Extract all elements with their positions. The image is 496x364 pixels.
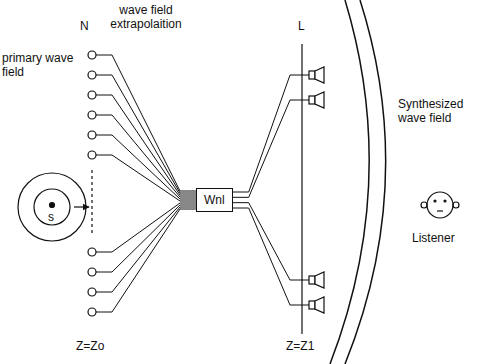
signal-wire [96, 135, 196, 199]
text-label: primary wave field [2, 52, 84, 80]
text-label: s [48, 211, 54, 225]
microphone [88, 51, 96, 59]
microphone [88, 248, 96, 256]
signal-wire [233, 208, 309, 305]
text-label: Listener [412, 232, 455, 246]
microphone [88, 91, 96, 99]
signal-wire [96, 209, 196, 312]
text-label: Z=Zo [76, 340, 104, 354]
signal-wire [96, 205, 196, 272]
signal-wire [96, 75, 196, 193]
signal-wire [96, 155, 196, 201]
processing-box: Wnl [196, 188, 233, 212]
signal-wire [96, 203, 196, 252]
microphone [88, 151, 96, 159]
array-lines [92, 44, 302, 334]
signal-wires [96, 55, 309, 312]
microphone [88, 71, 96, 79]
listener-head [421, 192, 459, 218]
text-label: N [80, 20, 89, 34]
text-label: Synthesized wave field [398, 98, 492, 126]
wavefront-arcs [330, 0, 386, 364]
box-label: Wnl [204, 193, 225, 207]
loudspeaker [309, 67, 324, 83]
microphone [88, 308, 96, 316]
loudspeaker [309, 297, 324, 313]
loudspeaker [309, 272, 324, 288]
loudspeaker-array [309, 67, 324, 313]
microphone [88, 268, 96, 276]
signal-wire [233, 75, 309, 192]
signal-wire [233, 203, 309, 280]
microphone-array [88, 51, 96, 316]
text-label: wave field extrapolaition [100, 4, 192, 32]
microphone [88, 131, 96, 139]
loudspeaker [309, 92, 324, 108]
signal-wire [96, 115, 196, 197]
text-label: Z=Z1 [286, 340, 314, 354]
signal-wire [233, 100, 309, 197]
signal-wire [96, 207, 196, 292]
microphone [88, 288, 96, 296]
text-label: L [298, 20, 305, 34]
signal-wire [96, 95, 196, 195]
microphone [88, 111, 96, 119]
primary-source [18, 173, 89, 241]
